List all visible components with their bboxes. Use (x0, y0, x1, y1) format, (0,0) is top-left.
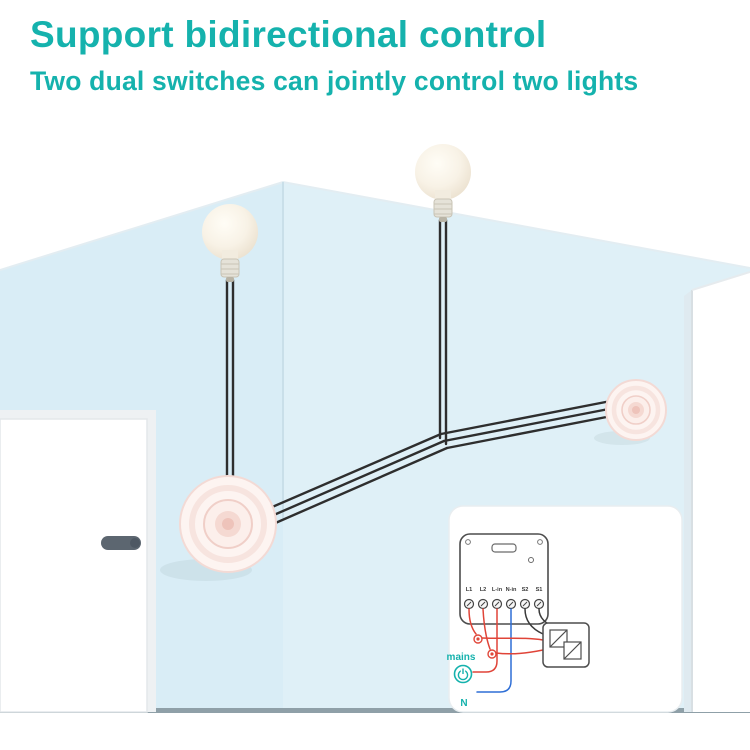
doorway-right (684, 271, 750, 712)
module-button (491, 543, 517, 553)
wire-connector-dot (490, 652, 494, 656)
traveler-wire (495, 649, 544, 655)
bulb-tip-right (439, 217, 447, 222)
floor-strip (0, 713, 750, 750)
module-screw (465, 539, 471, 545)
terminal-label: L-in (492, 587, 503, 593)
pendant-light-right (415, 144, 471, 446)
terminal-slot (480, 601, 486, 607)
traveler-wire (481, 637, 544, 641)
cable (262, 446, 449, 530)
terminal-slot (508, 601, 514, 607)
power-icon (453, 664, 473, 684)
room-illustration: L1 L2 L-in N-in S2 S1 (0, 120, 750, 750)
mains-label: mains (447, 652, 476, 663)
terminal-label: S1 (536, 587, 543, 593)
door-left (0, 410, 156, 713)
room-scene-svg: L1 L2 L-in N-in S2 S1 (0, 120, 750, 750)
door-handle-mount (130, 538, 140, 548)
terminal-label: L2 (480, 587, 487, 593)
terminal-slot (494, 601, 500, 607)
wire-bundle-right (439, 398, 624, 450)
cable (439, 398, 618, 436)
terminal-slot (522, 601, 528, 607)
page-title: Support bidirectional control (30, 14, 547, 55)
light-bulb-right (415, 144, 471, 200)
neutral-wire (476, 608, 512, 693)
rocker-diagonal (563, 641, 582, 660)
door-handle (101, 536, 141, 550)
wire-bundle-left (254, 432, 449, 530)
rocker-diagonal (549, 629, 568, 648)
switch-dot (222, 518, 234, 530)
light-bulb-left (202, 204, 258, 260)
floor-line (0, 708, 750, 713)
cable (254, 432, 443, 516)
wiring-diagram-panel: L1 L2 L-in N-in S2 S1 (447, 505, 683, 713)
switch-ring (611, 385, 661, 435)
cable (258, 439, 446, 523)
smart-switch-module: L1 L2 L-in N-in S2 S1 (459, 533, 549, 625)
switch-dot (632, 406, 640, 414)
neutral-label: N (460, 698, 467, 709)
live-wire (482, 608, 491, 650)
header: Support bidirectional control Two dual s… (30, 14, 734, 96)
module-screw (537, 539, 543, 545)
terminal-label: L1 (466, 587, 473, 593)
mains-live-wire (472, 608, 498, 673)
doorway-top-edge (691, 271, 750, 291)
module-led (528, 557, 534, 563)
cable (442, 405, 621, 443)
live-wire (468, 608, 477, 635)
terminal-label: S2 (522, 587, 529, 593)
terminal-label: N-in (506, 587, 517, 593)
cable (445, 412, 624, 450)
doorway-jamb (692, 272, 750, 712)
bulb-tip-left (226, 277, 234, 282)
wall-switch-right (594, 379, 667, 445)
pendant-light-left (202, 204, 258, 480)
page-subtitle: Two dual switches can jointly control tw… (30, 65, 639, 96)
bulb-neck-right (435, 190, 451, 200)
wall-switch-left (160, 475, 277, 581)
doorway-jamb-shade (684, 290, 692, 712)
wire-connector-dot (476, 637, 480, 641)
switch-ring (189, 485, 267, 563)
bulb-neck-left (222, 250, 238, 260)
terminal-screws (463, 598, 545, 610)
door-panel-left (0, 418, 148, 713)
terminal-slot (536, 601, 542, 607)
light-switch-symbol (542, 622, 590, 668)
signal-wire-s2 (524, 608, 544, 635)
terminal-slot (466, 601, 472, 607)
